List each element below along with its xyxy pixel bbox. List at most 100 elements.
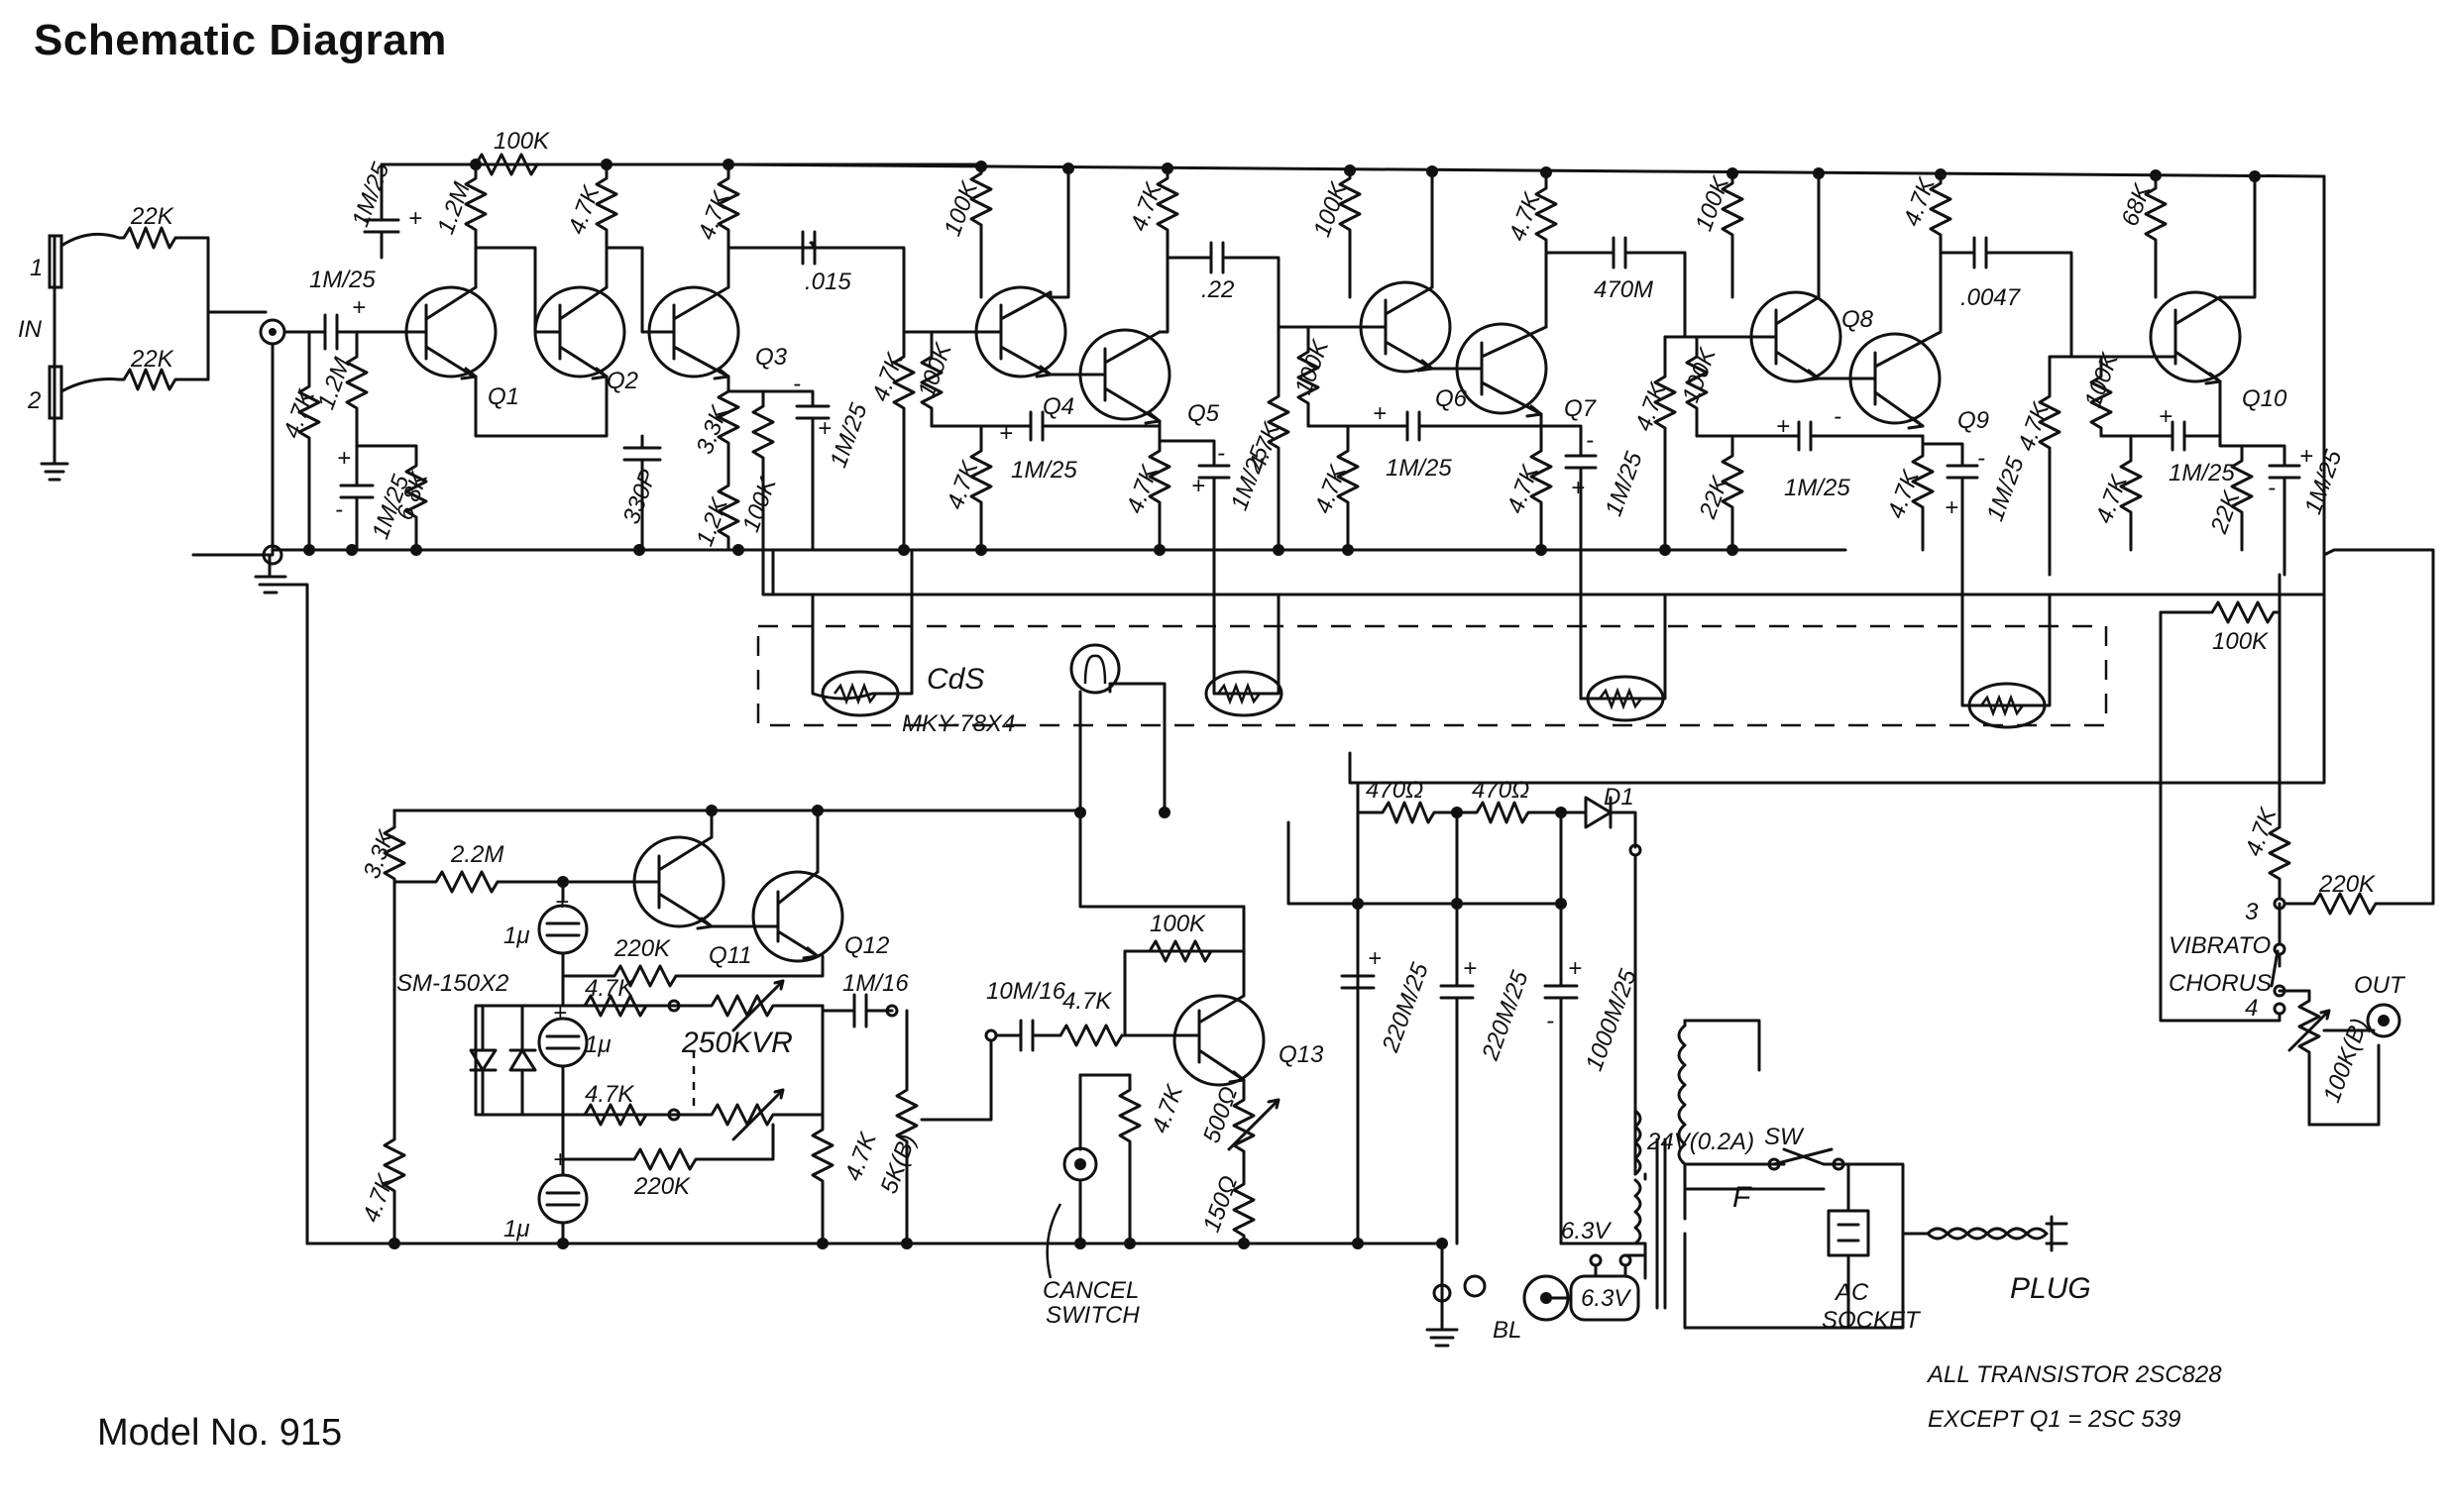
stage-q10: 4.7K 68K 100K Q10 4.7K + 1M/25 22K + - 1… [2013,173,2348,655]
fuse-label: F [1732,1181,1752,1214]
svg-text:-: - [1217,440,1225,467]
q9-label: Q9 [1957,407,1989,434]
svg-text:-: - [1586,427,1594,454]
svg-text:-: - [1546,1008,1554,1034]
c-220m25b-label: 220M/25 [1477,967,1534,1065]
r-1-2m-a-label: 1.2M [432,178,476,237]
output-jack-icon [2366,1003,2401,1038]
transistor-q12 [751,870,844,963]
r-500-label: 500Ω [1198,1083,1243,1146]
input-label: IN [18,316,43,343]
c-015-label: .015 [805,269,851,295]
svg-text:1M/25: 1M/25 [2169,460,2235,486]
cds-photocell-section: CdS MKY-78X4 [756,548,2326,814]
r-100k-right-label: 100K [2212,628,2269,655]
r-220k-a-label: 220K [613,935,671,962]
r-150-label: 150Ω [1198,1172,1243,1236]
model-number: Model No. 915 [97,1412,343,1454]
r-470a-label: 470Ω [1366,777,1423,804]
contact-3-label: 3 [2245,899,2259,925]
note-except-q1: EXCEPT Q1 = 2SC 539 [1928,1406,2180,1433]
stage-q4-q5: 4.7K 100K 100K Q4 Q5 4.7K 4.7K + 1M/25 4… [867,162,1281,596]
transistor-q10 [2149,290,2242,383]
svg-text:+: + [1463,955,1477,982]
svg-text:100K: 100K [913,339,957,401]
stage-ground-rail [271,544,1847,556]
q10-label: Q10 [2242,385,2287,412]
q3-label: Q3 [755,344,788,371]
q5-label: Q5 [1187,400,1220,427]
input-2-label: 2 [27,387,41,414]
chorus-label: CHORUS [2169,970,2272,997]
q12-label: Q12 [844,932,889,959]
c-470m-label: 470M [1594,276,1653,303]
page-title: Schematic Diagram [34,16,447,64]
svg-text:-: - [1977,445,1985,472]
svg-text:+: + [1373,400,1387,427]
r-100k-b-label: 100K [737,474,782,536]
svg-text:4.7K: 4.7K [1899,173,1942,230]
oscillator-section: 3.3K 2.2M Q11 Q12 + 1μ 220K SM-150X2 + [271,583,1324,1329]
c-1u-b-label: 1μ [503,1216,530,1242]
svg-text:+: + [818,415,832,442]
svg-text:+: + [337,445,351,472]
q4-label: Q4 [1043,393,1074,420]
transistor-q13 [1172,994,1266,1087]
svg-text:1M/25: 1M/25 [1386,455,1452,482]
r-5k-label: 5K(B) [876,1131,922,1197]
plug-label: PLUG [2010,1272,2091,1305]
cancel-label: CANCEL [1043,1277,1139,1304]
q13-label: Q13 [1279,1041,1324,1068]
r-47k-d-label: 4.7K [585,975,634,1002]
r-2-2m-label: 2.2M [450,841,503,868]
q7-label: Q7 [1564,395,1598,422]
svg-text:-: - [793,371,801,397]
c-1m16-a-label: 1M/16 [842,970,909,997]
r-220k-out-label: 220K [2318,871,2376,898]
svg-text:+: + [1568,955,1582,982]
input-section: 1 2 IN 22K 22K [18,203,287,594]
r-3-3k-osc-label: 3.3K [359,826,401,883]
svg-text:100K: 100K [1290,336,1335,398]
transistor-notes: ALL TRANSISTOR 2SC828 EXCEPT Q1 = 2SC 53… [1926,1361,2222,1433]
svg-text:+: + [553,1146,567,1173]
vibrato-label: VIBRATO [2169,932,2271,959]
svg-text:-: - [2268,475,2276,501]
input-1-label: 1 [30,255,43,281]
sw-label: SW [1764,1124,1805,1150]
svg-text:+: + [2159,403,2172,430]
r-100k-q4-label: 100K [940,177,984,240]
d1-label: D1 [1604,784,1634,810]
svg-text:1M/25: 1M/25 [825,399,872,472]
v63b-label: 6.3V [1581,1285,1631,1312]
v24-label: 24V(0.2A) [1646,1129,1754,1155]
c-330p-label: 330P [618,466,663,527]
r-47k-f-label: 4.7K [840,1129,883,1185]
r-47k-e-label: 4.7K [585,1081,634,1108]
r-22k-b-label: 22K [130,346,174,373]
sm150-label: SM-150X2 [396,970,508,997]
c-10m16-label: 10M/16 [986,978,1066,1005]
c-1m25-q4-label: 1M/25 [1011,457,1077,484]
svg-text:4.7K: 4.7K [1310,461,1353,517]
c-1u-c-label: 1μ [585,1031,612,1058]
power-supply-section: 470Ω 470Ω D1 + 220M/25 + 220M/25 + - 100… [1286,777,2091,1348]
svg-text:-: - [1834,403,1841,430]
q1-label: Q1 [488,383,519,410]
ac-label: AC [1834,1279,1869,1306]
svg-text:+: + [1776,413,1790,440]
vr-250k-label: 250KVR [681,1026,793,1059]
cds-label: CdS [927,663,984,696]
q11-label: Q11 [709,942,752,969]
r-47k-a-label: 4.7K [278,385,321,442]
transistor-q9 [1848,332,1942,425]
svg-text:+: + [2299,443,2313,470]
r-100k-q13-label: 100K [1150,911,1206,937]
cds-enclosure [756,624,2108,727]
svg-text:+: + [1571,475,1585,501]
c-0047-label: .0047 [1960,284,2022,311]
svg-text:1M/25: 1M/25 [1601,448,1648,520]
r-100k-top-label: 100K [494,128,550,155]
r-47k-b-label: 4.7K [563,181,606,238]
svg-text:+: + [352,294,366,321]
